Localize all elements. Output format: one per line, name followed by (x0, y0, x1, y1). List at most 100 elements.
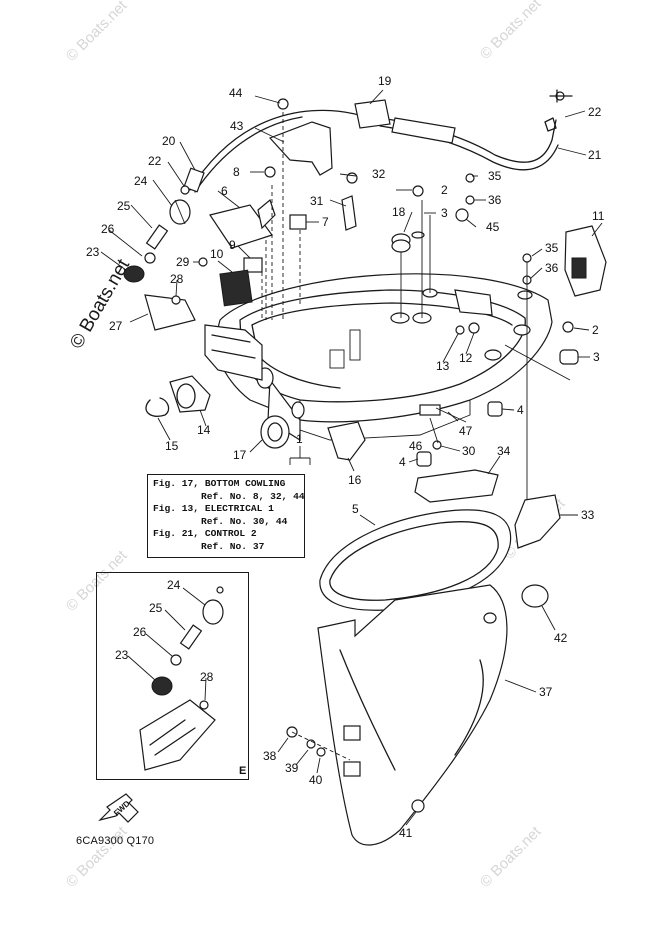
callout-22-left: 22 (148, 154, 162, 168)
callout-39: 39 (285, 761, 299, 775)
inset-screw-25 (179, 624, 203, 650)
callout-3-right: 3 (593, 350, 600, 364)
inset-detail-frame (96, 572, 249, 780)
callout-14: 14 (197, 423, 211, 437)
nut-41 (411, 799, 425, 813)
callout-30: 30 (462, 444, 476, 458)
cable-bracket-19 (354, 99, 391, 129)
left-parts (123, 185, 366, 461)
leader-lines (100, 89, 603, 826)
inset-label: E (239, 765, 247, 777)
callout-6: 6 (221, 184, 228, 198)
reference-fig-2: Fig. 13, ELECTRICAL 1 (153, 503, 274, 515)
callout-8: 8 (233, 165, 240, 179)
lower-cowling (286, 509, 549, 846)
callout-18: 18 (392, 205, 406, 219)
bolt-2-top (412, 185, 424, 197)
screw-30 (432, 440, 442, 450)
drawing-code: 6CA9300 Q170 (76, 835, 155, 847)
callout-12: 12 (459, 351, 473, 365)
callout-29: 29 (176, 255, 190, 269)
watermark-top-right: © Boats.net (477, 0, 545, 63)
callout-40: 40 (309, 773, 323, 787)
inset-washer-26 (170, 654, 182, 666)
clip-7 (289, 214, 307, 230)
callout-20: 20 (162, 134, 176, 148)
bolt-2-right (562, 321, 574, 333)
screw-32 (346, 172, 358, 184)
callout-2-top: 2 (441, 183, 448, 197)
reference-refno-3: Ref. No. 37 (201, 540, 265, 552)
grommet-4-top (487, 401, 503, 417)
bracket-27 (144, 294, 196, 331)
callout-16: 16 (348, 473, 362, 487)
screw-29 (198, 257, 208, 267)
watermark-bottom-left: © Boats.net (63, 823, 131, 891)
cable-sleeve-21 (391, 117, 456, 144)
callout-28: 28 (170, 272, 184, 286)
callout-25: 25 (117, 199, 131, 213)
callout-35-right: 35 (545, 241, 559, 255)
bolt-35-right (522, 253, 532, 263)
inset-callout-23: 23 (115, 648, 129, 662)
grommet-17 (260, 415, 290, 449)
callout-4-top: 4 (517, 403, 524, 417)
callout-17: 17 (233, 448, 247, 462)
cable-sleeve-20 (183, 167, 205, 193)
callout-19: 19 (378, 74, 392, 88)
callout-26: 26 (101, 222, 115, 236)
upper-right-parts (391, 173, 607, 520)
callout-44: 44 (229, 86, 243, 100)
washer-40 (316, 747, 326, 757)
bracket-34 (414, 469, 499, 503)
callout-27: 27 (109, 319, 123, 333)
screw-12 (468, 322, 480, 334)
clip-31 (341, 195, 357, 231)
reference-fig-1: Fig. 17, BOTTOM COWLING (153, 478, 286, 489)
callout-37: 37 (539, 685, 553, 699)
callout-13: 13 (436, 359, 450, 373)
upper-brackets (209, 98, 358, 320)
cowling-37 (317, 584, 508, 846)
callout-11: 11 (592, 209, 605, 223)
cables (183, 89, 573, 193)
callout-4-mid: 4 (399, 455, 406, 469)
callout-34: 34 (497, 444, 511, 458)
knob-23 (123, 265, 145, 283)
grommet-hole-a (291, 401, 305, 419)
clip-45 (455, 208, 469, 222)
inset-callout-24: 24 (167, 578, 181, 592)
callout-5: 5 (352, 502, 359, 516)
callout-46: 46 (409, 439, 423, 453)
inset-gear-24 (202, 599, 224, 625)
grommet-13 (455, 325, 465, 335)
callout-38: 38 (263, 749, 277, 763)
callout-31: 31 (310, 194, 324, 208)
callout-1: 1 (296, 432, 303, 446)
clip-6 (257, 198, 276, 230)
washer-26 (144, 252, 156, 264)
callout-10: 10 (210, 247, 224, 261)
callout-35-top: 35 (488, 169, 502, 183)
callout-21: 21 (588, 148, 602, 162)
clip-22-left (180, 185, 190, 195)
reference-box: Fig. 17, BOTTOM COWLING Ref. No. 8, 32, … (147, 474, 305, 558)
screw-28 (171, 295, 181, 305)
grommet-4-mid (416, 451, 432, 467)
forward-arrow-icon: FWD (96, 790, 144, 831)
inset-detail (139, 586, 224, 771)
reference-refno-1: Ref. No. 8, 32, 44 (201, 490, 305, 502)
grommet-42 (521, 584, 549, 608)
inset-screw-28 (199, 700, 209, 710)
inset-callout-28: 28 (200, 670, 214, 684)
callout-22-right: 22 (588, 105, 602, 119)
inset-callout-25: 25 (149, 601, 163, 615)
clamp-15 (145, 397, 170, 417)
callout-43: 43 (230, 119, 244, 133)
callout-15: 15 (165, 439, 179, 453)
washer-36-top (465, 195, 475, 205)
inset-callout-26: 26 (133, 625, 147, 639)
reference-fig-3: Fig. 21, CONTROL 2 (153, 528, 257, 540)
callout-33: 33 (581, 508, 595, 522)
